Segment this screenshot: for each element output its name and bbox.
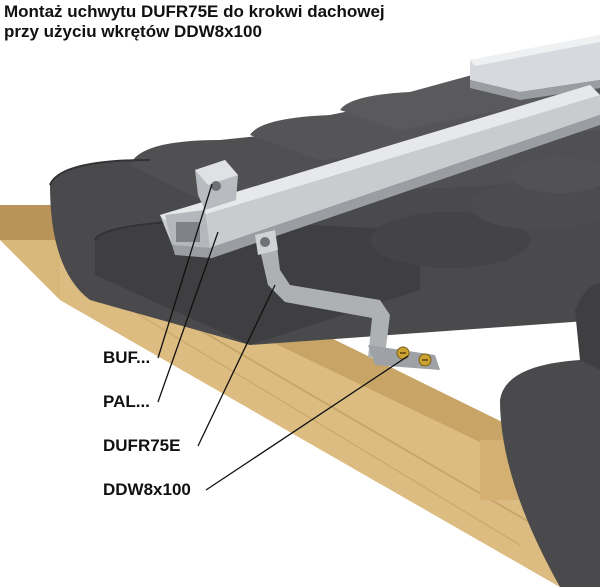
mounting-rail: [160, 85, 600, 258]
callout-lines: [157, 183, 409, 491]
callout-label-dufr75e: DUFR75E: [103, 436, 181, 455]
callout-label-ddw8x100: DDW8x100: [103, 480, 191, 499]
title-line-2: przy użyciu wkrętów DDW8x100: [4, 22, 262, 41]
wood-screws: [396, 346, 432, 367]
callout-line-dufr75e: [197, 284, 276, 447]
diagram-title: Montaż uchwytu DUFR75E do krokwi dachowe…: [4, 2, 385, 42]
solar-panel: [470, 35, 600, 100]
callout-label-pal: PAL...: [103, 392, 150, 411]
title-line-1: Montaż uchwytu DUFR75E do krokwi dachowe…: [4, 2, 385, 21]
callout-line-buf: [157, 183, 213, 359]
callout-line-ddw8x100: [205, 355, 409, 491]
end-clamp: [195, 160, 238, 210]
callout-line-pal: [157, 231, 219, 403]
callout-label-buf: BUF...: [103, 348, 151, 367]
